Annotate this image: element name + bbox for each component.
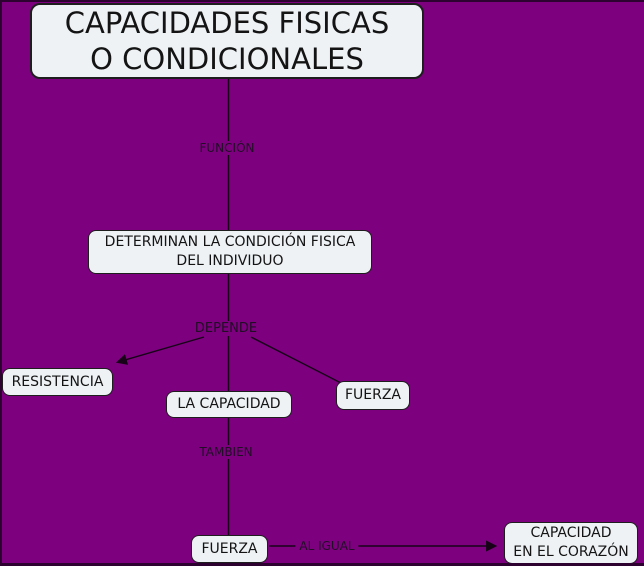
link-label-depende[interactable]: DEPENDE [190,321,262,336]
link-label-tambien[interactable]: TAMBIEN [195,445,257,459]
node-title[interactable]: CAPACIDADES FISICAS O CONDICIONALES [30,3,424,79]
node-resistencia[interactable]: RESISTENCIA [2,368,113,396]
node-fuerza-bottom[interactable]: FUERZA [191,535,268,563]
node-fuerza-right[interactable]: FUERZA [336,381,410,410]
link-label-al-igual[interactable]: AL IGUAL [295,539,359,553]
link-resistencia-arrow [115,336,205,365]
link-label-funcion[interactable]: FUNCIÓN [195,141,259,155]
link-fuerza-line [250,336,342,384]
window-edge-bottom [0,563,644,566]
window-edge-left [0,0,2,566]
node-la-capacidad[interactable]: LA CAPACIDAD [166,391,292,418]
window-edge-top [0,0,644,2]
node-capacidad-corazon[interactable]: CAPACIDAD EN EL CORAZÓN [504,522,638,564]
node-determinan-condicion[interactable]: DETERMINAN LA CONDICIÓN FISICA DEL INDIV… [88,230,372,274]
